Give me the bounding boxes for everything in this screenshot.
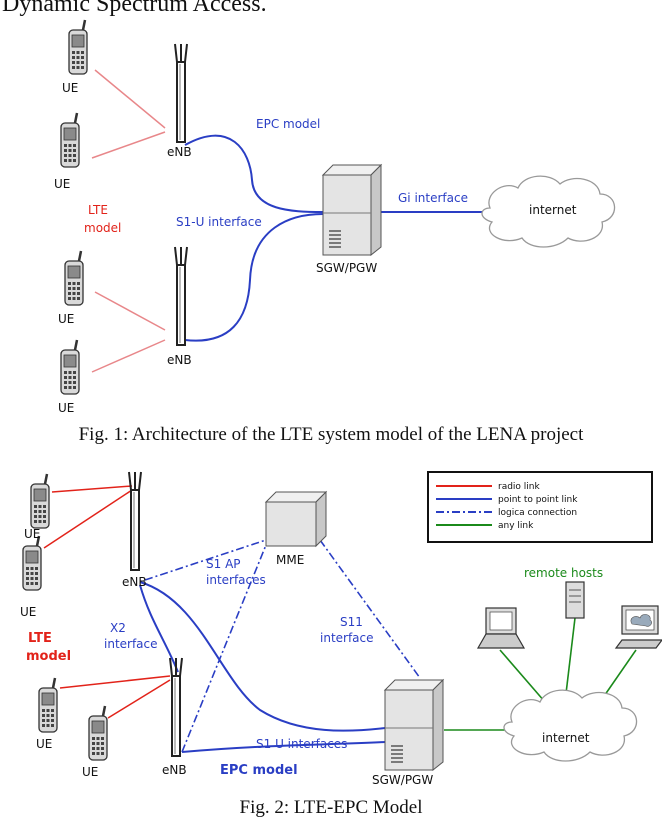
fig1-sgw-server-icon — [322, 164, 382, 256]
fig2-lte-label-line2: model — [26, 649, 71, 664]
fig2-enb-label: eNB — [162, 763, 187, 777]
fig2-s11-label-line2: interface — [320, 631, 374, 645]
fig2-x2-label-line1: X2 — [110, 621, 126, 635]
fig2-internet-label: internet — [542, 731, 590, 745]
fig1-s1u-interface-label: S1-U interface — [176, 215, 262, 229]
fig2-enb-label: eNB — [122, 575, 147, 589]
fig1-ue-label: UE — [62, 81, 78, 95]
fig1-ue-icon — [67, 18, 89, 76]
fig2-legend: radio link point to point link logica co… — [427, 471, 653, 543]
figure-2: radio link point to point link logica co… — [20, 471, 662, 787]
header-text: Dynamic Spectrum Access. — [2, 0, 267, 17]
figure-1-caption: Fig. 1: Architecture of the LTE system m… — [78, 424, 584, 445]
fig2-x2-label-line2: interface — [104, 637, 158, 651]
fig1-radio-links — [91, 69, 166, 373]
fig1-enb-tower-icon — [174, 246, 188, 346]
fig1-ue-label: UE — [54, 177, 70, 191]
fig1-ue-icon — [59, 111, 81, 169]
figure-1: UE UE UE UE eNB eNB EPC model LTE model … — [54, 18, 616, 415]
fig1-lte-model-label-line1: LTE — [88, 203, 108, 217]
fig1-s1u-links — [184, 134, 490, 342]
fig2-enb-tower-icon — [128, 471, 142, 571]
fig1-internet-label: internet — [529, 203, 577, 217]
laptop-icon — [476, 607, 526, 649]
fig2-ue-label: UE — [24, 527, 40, 541]
fig1-enb-tower-icon — [174, 43, 188, 143]
fig2-ue-label: UE — [36, 737, 52, 751]
legend-any-link: any link — [498, 521, 534, 531]
fig2-sgw-server-icon — [384, 679, 444, 771]
fig2-s1ap-label-line2: interfaces — [206, 573, 266, 587]
legend-point-to-point: point to point link — [498, 495, 578, 505]
legend-logical-connection: logica connection — [498, 508, 577, 518]
fig2-s1u-label: S1 U interfaces — [256, 737, 347, 751]
fig2-ue-icon — [29, 472, 51, 530]
fig2-ue-icon — [87, 704, 109, 762]
fig2-s11-label-line1: S11 — [340, 615, 363, 629]
fig2-ue-icon — [21, 534, 43, 592]
fig1-epc-model-label: EPC model — [256, 117, 320, 131]
fig1-ue-label: UE — [58, 401, 74, 415]
fig2-ue-label: UE — [82, 765, 98, 779]
fig1-sgw-pgw-label: SGW/PGW — [316, 261, 377, 275]
fig2-logical-links — [144, 539, 421, 753]
fig1-ue-icon — [59, 338, 81, 396]
fig1-ue-label: UE — [58, 312, 74, 326]
fig2-ue-icon — [37, 676, 59, 734]
fig1-enb-label: eNB — [167, 353, 192, 367]
fig2-mme-label: MME — [276, 553, 304, 567]
fig1-ue-icon — [63, 249, 85, 307]
fig2-enb-tower-icon — [169, 657, 183, 757]
fig2-ue-label: UE — [20, 605, 36, 619]
fig1-gi-interface-label: Gi interface — [398, 191, 468, 205]
desktop-icon — [614, 605, 662, 649]
fig2-s1ap-label-line1: S1 AP — [206, 557, 241, 571]
fig2-epc-model-label: EPC model — [220, 763, 298, 778]
fig2-sgw-pgw-label: SGW/PGW — [372, 773, 433, 787]
fig2-remote-hosts-label: remote hosts — [524, 566, 603, 580]
fig2-radio-links — [43, 485, 171, 719]
figure-2-caption: Fig. 2: LTE-EPC Model — [239, 797, 423, 818]
fig2-p2p-links — [139, 581, 386, 753]
fig2-internet-cloud-icon — [503, 689, 638, 762]
fig2-lte-label-line1: LTE — [28, 631, 52, 646]
fig2-mme-icon — [264, 490, 328, 548]
fig1-lte-model-label-line2: model — [84, 221, 121, 235]
fig1-enb-label: eNB — [167, 145, 192, 159]
legend-radio-link: radio link — [498, 482, 541, 492]
server-tower-icon — [565, 581, 585, 619]
